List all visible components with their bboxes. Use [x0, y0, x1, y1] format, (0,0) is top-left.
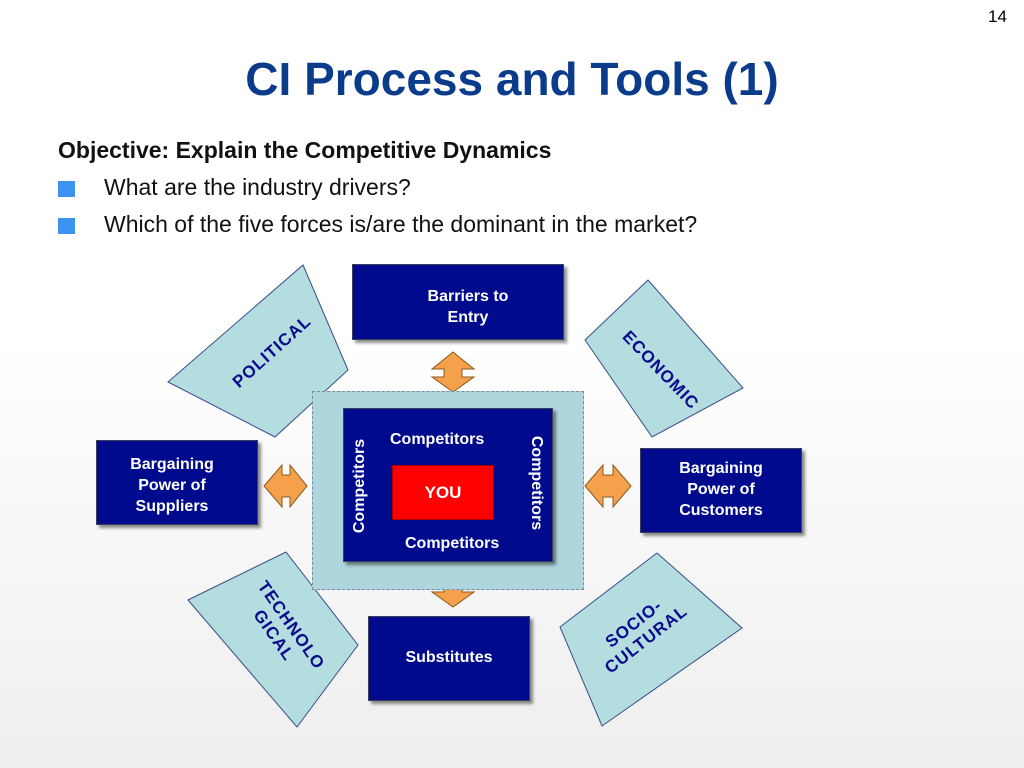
economic-shape — [584, 279, 744, 438]
bullet-text: Which of the five forces is/are the domi… — [104, 211, 698, 237]
page-title: CI Process and Tools (1) — [245, 53, 779, 105]
suppliers-box: Bargaining Power of Suppliers — [96, 440, 258, 525]
customers-box: Bargaining Power of Customers — [640, 448, 802, 533]
technological-shape — [187, 551, 359, 728]
objective-heading: Objective: Explain the Competitive Dynam… — [58, 137, 552, 163]
you-box: YOU — [392, 465, 494, 520]
bullet-square-icon — [58, 218, 75, 234]
competitors-left-label: Competitors — [351, 438, 368, 534]
political-shape — [167, 264, 349, 438]
double-arrow-suppliers — [263, 463, 308, 509]
competitors-top-label: Competitors — [390, 431, 485, 448]
double-arrow-customers — [584, 463, 632, 509]
substitutes-box: Substitutes — [368, 616, 530, 701]
barriers-to-entry-box: Barriers to Entry — [352, 264, 564, 340]
competitors-bottom-label: Competitors — [405, 535, 500, 552]
page-number: 14 — [988, 7, 1007, 26]
bullet-text: What are the industry drivers? — [104, 174, 411, 200]
bullet-square-icon — [58, 181, 75, 197]
double-arrow-barriers — [430, 351, 476, 393]
sociocultural-shape — [559, 552, 743, 727]
competitors-right-label: Competitors — [528, 435, 545, 531]
